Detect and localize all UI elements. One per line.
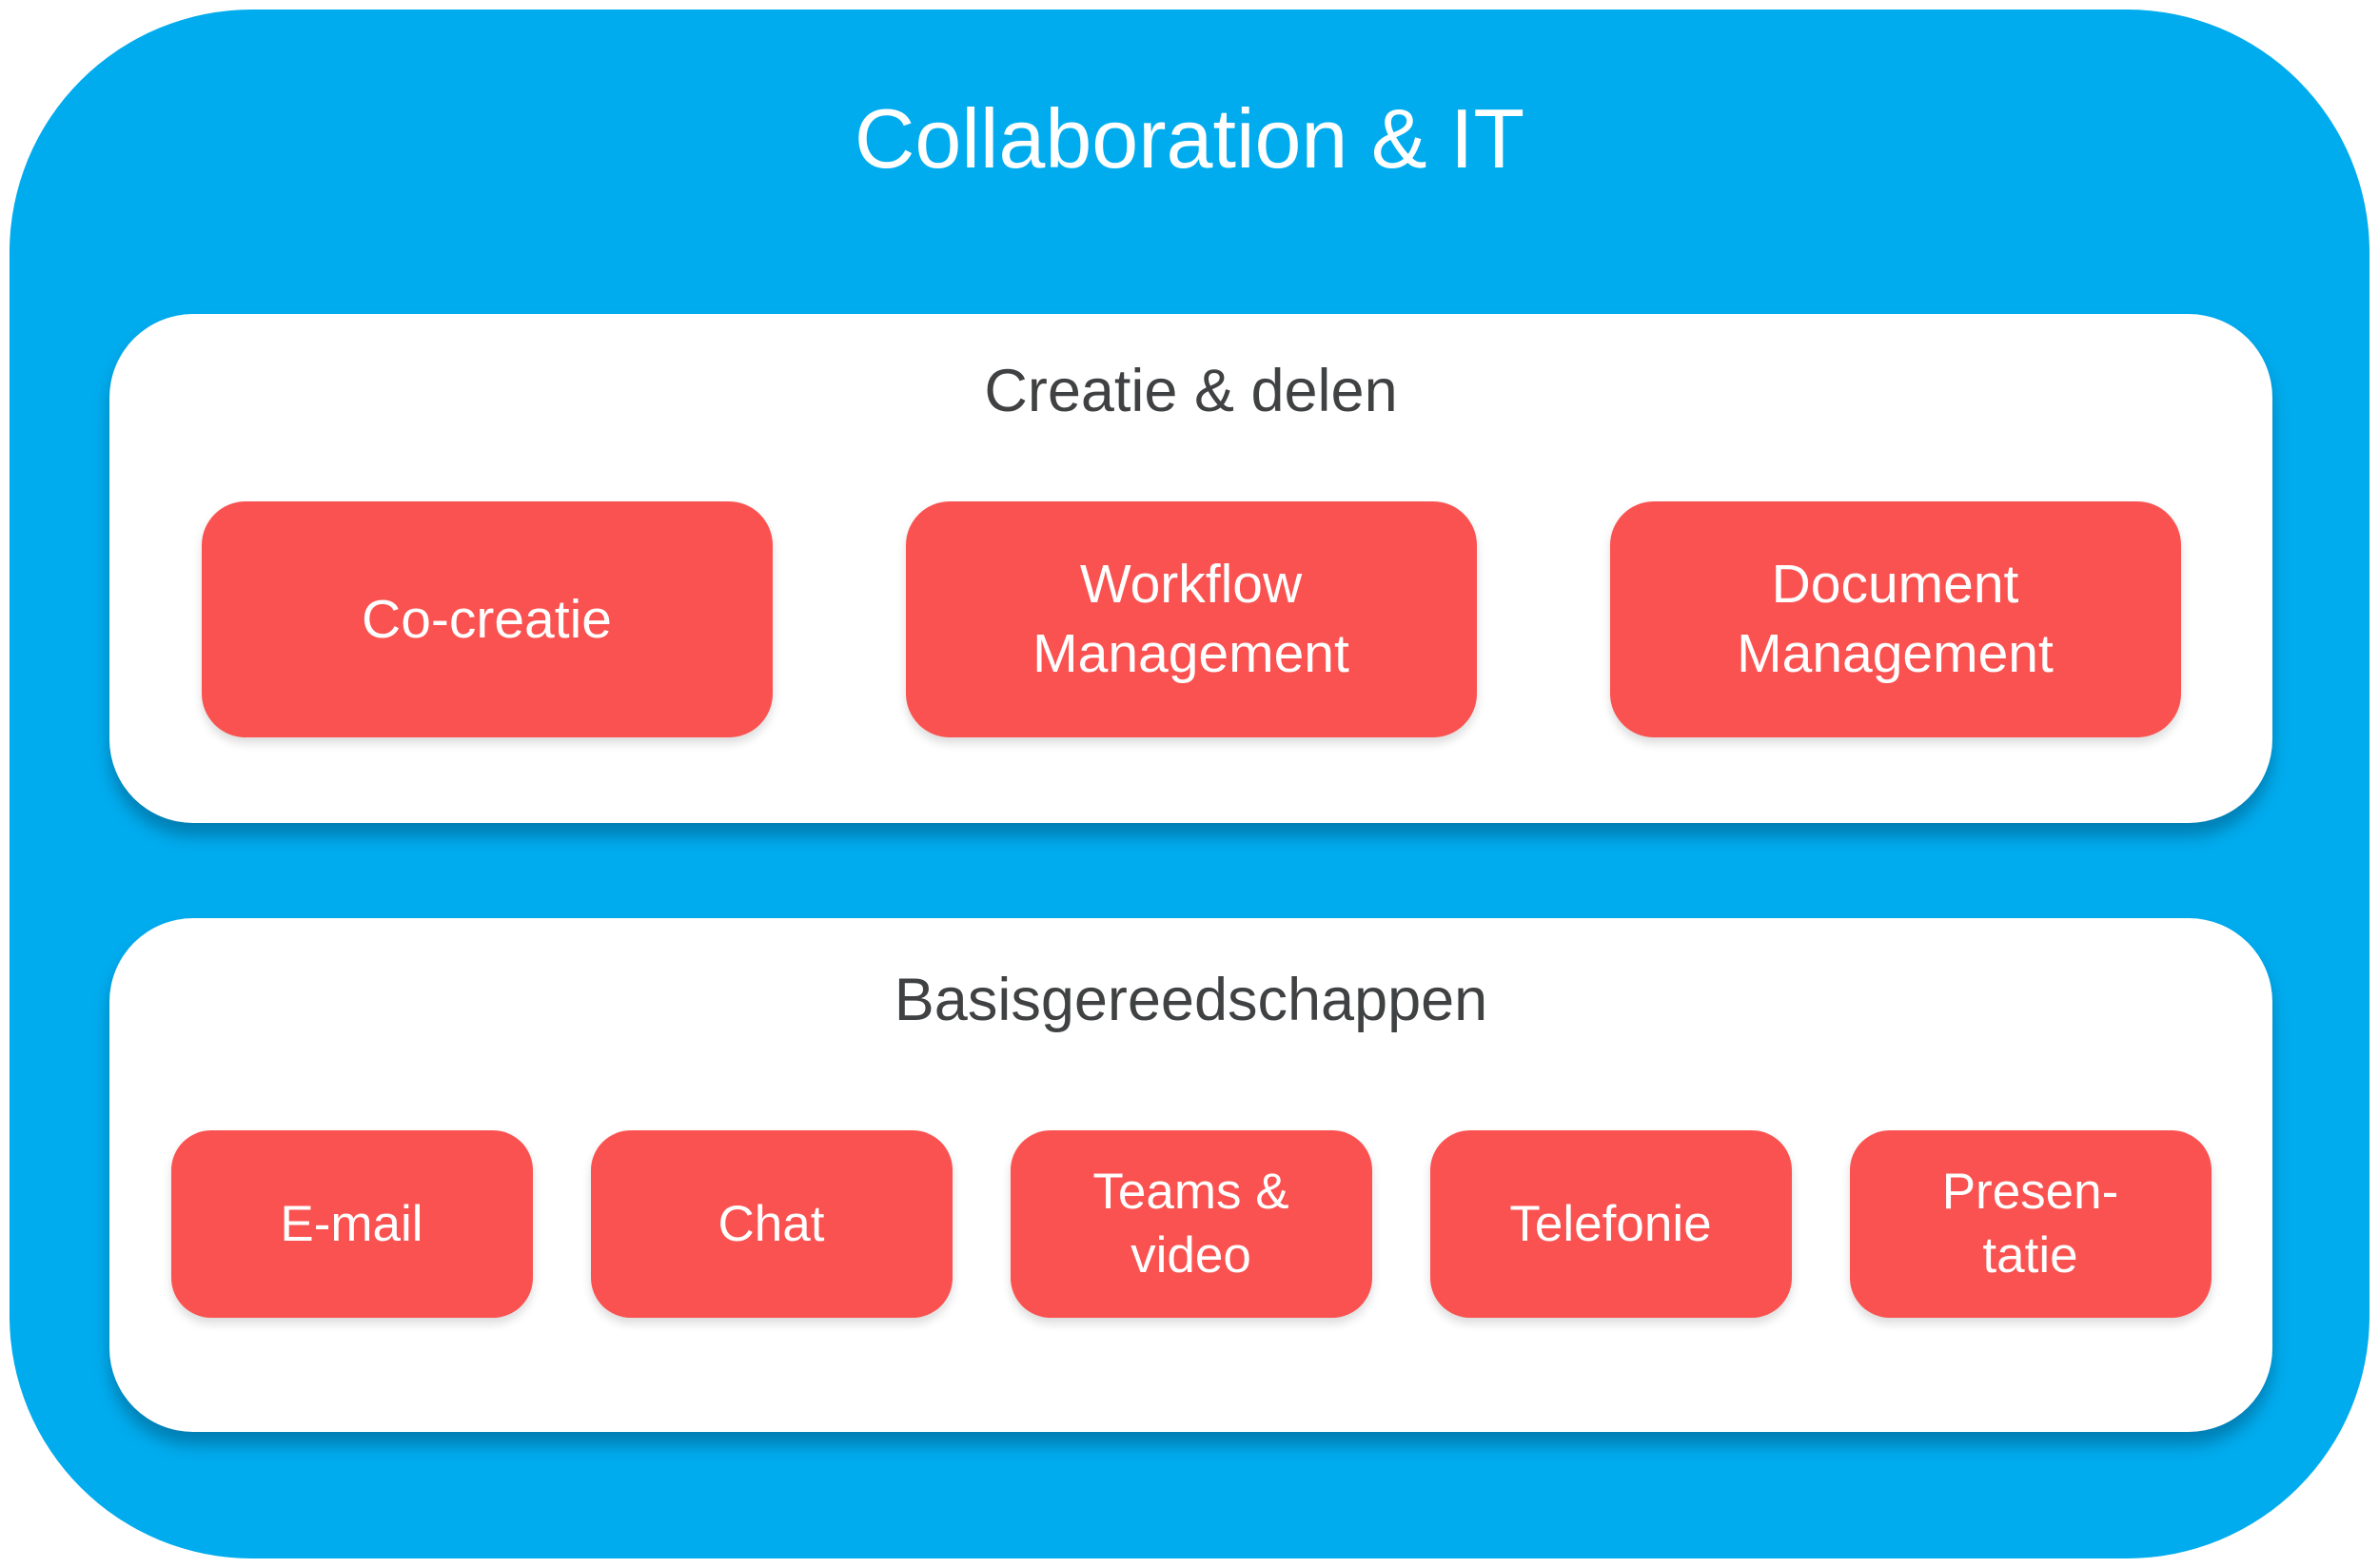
- section-creatie-delen: Creatie & delen Co-creatie Workflow Mana…: [109, 314, 2272, 823]
- item-document-management: Document Management: [1609, 501, 2181, 738]
- section-title: Creatie & delen: [984, 358, 1398, 424]
- board-title: Collaboration & IT: [854, 91, 1525, 186]
- section-basisgereedschappen: Basisgereedschappen E-mail Chat Teams & …: [109, 918, 2272, 1432]
- item-co-creatie: Co-creatie: [201, 501, 773, 738]
- item-chat: Chat: [590, 1130, 953, 1319]
- collaboration-board: Collaboration & IT Creatie & delen Co-cr…: [10, 10, 2369, 1558]
- item-telefonie: Telefonie: [1429, 1130, 1792, 1319]
- item-teams-video: Teams & video: [1010, 1130, 1372, 1319]
- item-presentatie: Presen- tatie: [1849, 1130, 2212, 1319]
- section-items: Co-creatie Workflow Management Document …: [201, 501, 2181, 738]
- item-email: E-mail: [170, 1130, 533, 1319]
- item-workflow-management: Workflow Management: [905, 501, 1477, 738]
- section-items: E-mail Chat Teams & video Telefonie Pres…: [170, 1130, 2212, 1319]
- section-title: Basisgereedschappen: [894, 967, 1488, 1033]
